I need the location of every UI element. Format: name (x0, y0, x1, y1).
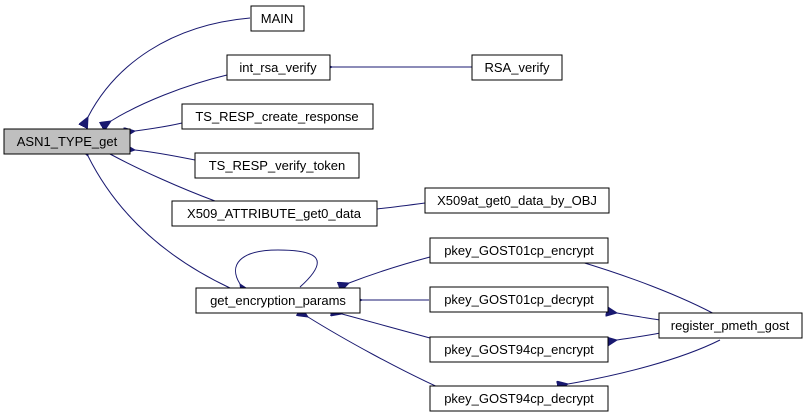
edge-pkey-gost94cp-decrypt-to-get-encryption-params (308, 317, 441, 389)
edge-pkey-gost94cp-encrypt-to-get-encryption-params (342, 314, 431, 339)
node-label: pkey_GOST01cp_decrypt (444, 292, 594, 307)
node-get-encryption-params[interactable]: get_encryption_params (195, 287, 361, 314)
node-label: ASN1_TYPE_get (17, 134, 118, 149)
edge-x509at-get0-data-by-obj-to-x509-attribute-get0-data (377, 202, 426, 209)
node-label: MAIN (261, 11, 294, 26)
edge-register-pmeth-gost-to-pkey-gost94cp-encrypt (617, 332, 661, 340)
edge-get-encryption-params-to-asn1-type-get (88, 156, 231, 289)
edge-register-pmeth-gost-to-pkey-gost01cp-encrypt (578, 261, 721, 318)
node-register-pmeth-gost[interactable]: register_pmeth_gost (658, 312, 803, 339)
node-int-rsa-verify[interactable]: int_rsa_verify (226, 54, 331, 81)
node-pkey-gost01cp-encrypt[interactable]: pkey_GOST01cp_encrypt (429, 237, 609, 264)
edge-register-pmeth-gost-to-pkey-gost01cp-decrypt (617, 313, 661, 321)
node-label: RSA_verify (484, 60, 550, 75)
node-label: get_encryption_params (210, 293, 346, 308)
node-pkey-gost01cp-decrypt[interactable]: pkey_GOST01cp_decrypt (429, 286, 609, 313)
node-label: register_pmeth_gost (671, 318, 790, 333)
node-main[interactable]: MAIN (250, 5, 305, 32)
edge-register-pmeth-gost-to-pkey-gost94cp-decrypt (568, 339, 721, 384)
node-pkey-gost94cp-encrypt[interactable]: pkey_GOST94cp_encrypt (429, 336, 609, 363)
node-asn1-type-get[interactable]: ASN1_TYPE_get (3, 128, 131, 155)
node-label: pkey_GOST94cp_decrypt (444, 391, 594, 406)
node-x509-attribute-get0-data[interactable]: X509_ATTRIBUTE_get0_data (171, 200, 378, 227)
edge-ts-resp-verify-token-to-asn1-type-get (135, 150, 196, 161)
node-label: pkey_GOST94cp_encrypt (444, 342, 594, 357)
node-label: pkey_GOST01cp_encrypt (444, 243, 594, 258)
edge-get-encryption-params-self-loop (235, 249, 318, 287)
node-label: int_rsa_verify (239, 60, 317, 75)
edge-int-rsa-verify-to-asn1-type-get (111, 74, 228, 121)
edges (88, 17, 721, 389)
node-x509at-get0-data-by-obj[interactable]: X509at_get0_data_by_OBJ (424, 187, 610, 214)
node-ts-resp-create-response[interactable]: TS_RESP_create_response (181, 103, 374, 130)
edge-ts-resp-create-response-to-asn1-type-get (135, 122, 183, 131)
edge-x509-attribute-get0-data-to-asn1-type-get (110, 154, 216, 202)
node-label: TS_RESP_create_response (195, 109, 358, 124)
node-pkey-gost94cp-decrypt[interactable]: pkey_GOST94cp_decrypt (429, 385, 609, 412)
edge-pkey-gost01cp-encrypt-to-get-encryption-params (349, 256, 431, 283)
edge-main-to-asn1-type-get (88, 17, 251, 117)
node-label: X509at_get0_data_by_OBJ (437, 193, 597, 208)
node-label: TS_RESP_verify_token (209, 158, 346, 173)
node-rsa-verify[interactable]: RSA_verify (471, 54, 563, 81)
node-label: X509_ATTRIBUTE_get0_data (187, 206, 362, 221)
node-ts-resp-verify-token[interactable]: TS_RESP_verify_token (194, 152, 360, 179)
